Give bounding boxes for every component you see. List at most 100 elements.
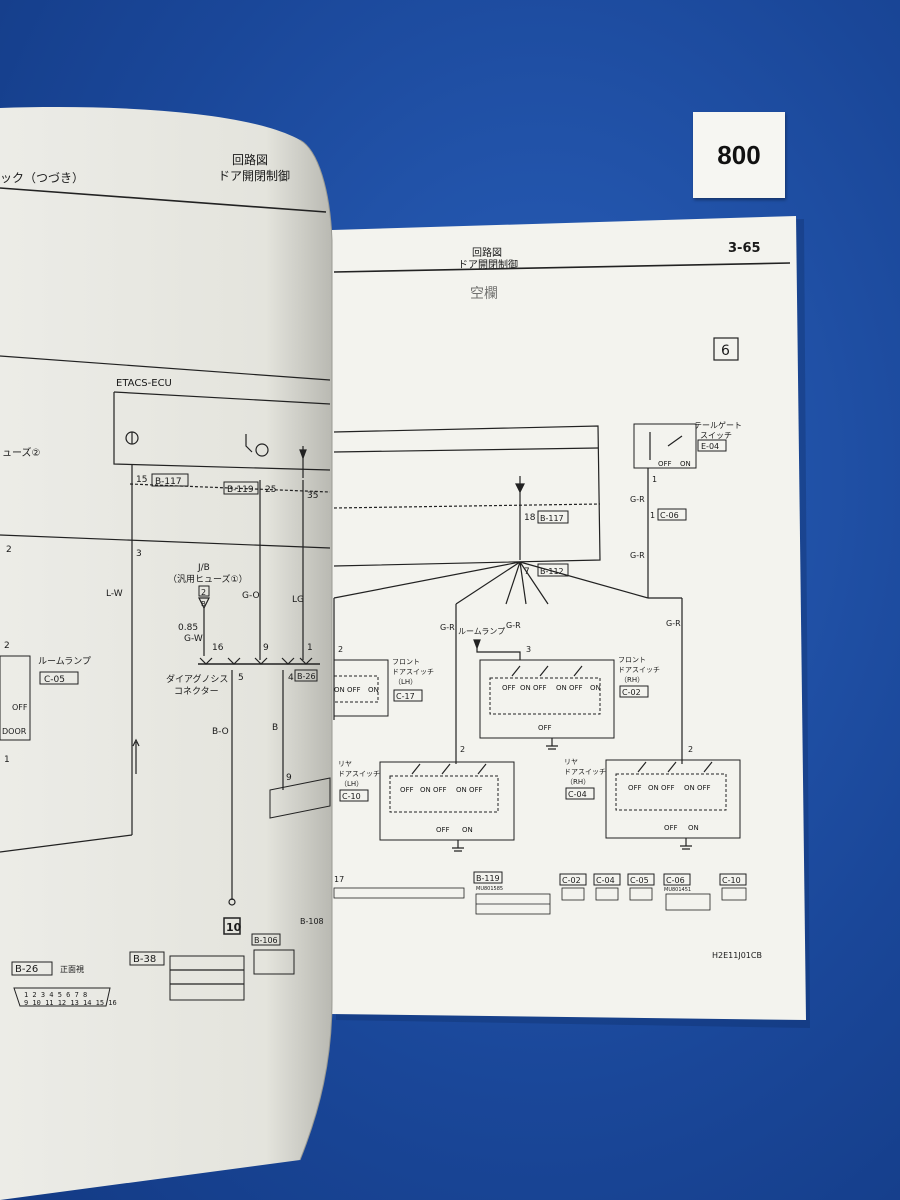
left-header-title: 回路図: [232, 152, 268, 167]
right-front-rh-label-3: （RH）: [620, 676, 644, 684]
right-front-rh-label-1: フロント: [618, 656, 646, 664]
right-mu-1: MU801585: [476, 886, 503, 892]
right-front-rh-sw-on-off-1: ON OFF: [520, 684, 547, 692]
right-front-lh-label-2: ドアスイッチ: [392, 668, 434, 676]
left-conn-b119: B-119: [227, 485, 254, 495]
right-rear-lh-sw-on: ON: [462, 826, 473, 834]
left-pin-3: 3: [136, 549, 142, 559]
right-header-title: 回路図: [472, 246, 502, 259]
left-diag-label-2: コネクター: [174, 686, 219, 697]
left-wire-085: 0.85: [178, 623, 198, 633]
right-figure-code: H2E11J01CB: [712, 951, 762, 960]
right-front-rh-sw-on-off-2: ON OFF: [556, 684, 583, 692]
right-front-rh-sw-off-1: OFF: [502, 684, 516, 692]
right-pin-1a: 1: [652, 475, 657, 484]
left-pin-1b: 1: [4, 755, 10, 765]
right-pin-18: 18: [524, 513, 536, 523]
left-room-lamp: ルームランプ: [38, 656, 91, 667]
left-b26-pins-bottom: 9 10 11 12 13 14 15 16: [24, 999, 117, 1007]
right-pin-3: 3: [526, 645, 531, 654]
left-wire-b: B: [272, 723, 278, 733]
right-front-rh-label-2: ドアスイッチ: [618, 666, 660, 674]
left-wire-go: G-O: [242, 591, 260, 601]
left-pin-5: 5: [238, 673, 244, 683]
left-pin-16: 16: [212, 643, 224, 653]
right-front-lh-switch-on: ON: [368, 686, 379, 694]
right-rear-lh-sw-on-off-2: ON OFF: [456, 786, 483, 794]
left-conn-b38: B-38: [133, 954, 156, 965]
left-pin-15: 15: [136, 475, 147, 485]
right-rear-rh-sw-off-1: OFF: [628, 784, 642, 792]
right-sheet-number: 6: [721, 343, 730, 359]
left-jb-label: J/B: [197, 563, 210, 573]
left-diag-label-1: ダイアグノシス: [166, 673, 228, 685]
left-pin-9: 9: [263, 643, 269, 653]
right-conn-b117: B-117: [540, 514, 564, 523]
right-bottom-c06: C-06: [666, 876, 685, 885]
left-pin-9b: 9: [286, 773, 292, 783]
left-pin-4: 4: [288, 673, 294, 683]
right-mu-2: MU801451: [664, 887, 691, 893]
left-wire-lg: LG: [292, 595, 304, 605]
right-wire-gr4: G-R: [506, 621, 521, 630]
right-pin-1b: 1: [650, 511, 655, 520]
left-header-continuation: ック（つづき）: [0, 171, 84, 185]
left-pin-1: 1: [307, 643, 313, 653]
right-page-number: 3-65: [728, 241, 761, 256]
right-rear-lh-sw-on-off-1: ON OFF: [420, 786, 447, 794]
right-header-subtitle: ドア開閉制御: [458, 258, 518, 271]
right-front-lh-label-3: （LH）: [394, 678, 417, 686]
right-rear-lh-sw-off-2: OFF: [436, 826, 450, 834]
left-conn-b26: B-26: [297, 672, 316, 681]
right-bottom-c05: C-05: [630, 876, 649, 885]
right-wire-gr3: G-R: [440, 623, 455, 632]
right-wire-gr2: G-R: [630, 551, 645, 560]
left-front-view: 正面視: [60, 965, 84, 974]
right-conn-c02: C-02: [622, 688, 641, 697]
right-conn-c04: C-04: [568, 790, 587, 799]
right-conn-e04: E-04: [701, 442, 719, 451]
right-rear-rh-label-1: リヤ: [564, 758, 578, 766]
left-page: [0, 107, 333, 1200]
left-pin-25: 25: [265, 485, 276, 495]
right-tg-on: ON: [680, 460, 691, 468]
right-rear-lh-label-1: リヤ: [338, 760, 352, 768]
left-door-label: DOOR: [2, 727, 27, 736]
left-off-label: OFF: [12, 703, 28, 712]
left-ecu-label: ETACS-ECU: [116, 378, 172, 389]
right-pin-2a: 2: [338, 645, 343, 654]
left-pin-35: 35: [307, 491, 318, 501]
right-bottom-c02: C-02: [562, 876, 581, 885]
right-rear-rh-sw-on-off-1: ON OFF: [648, 784, 675, 792]
right-rear-rh-label-3: （RH）: [566, 778, 590, 786]
right-tailgate-label-2: スイッチ: [700, 431, 732, 440]
left-header-subtitle: ドア開閉制御: [218, 168, 290, 183]
right-conn-c10: C-10: [342, 792, 361, 801]
right-rear-lh-sw-off-1: OFF: [400, 786, 414, 794]
right-front-lh-switch-on-off: ON OFF: [334, 686, 361, 694]
left-wire-gw: G-W: [184, 634, 203, 644]
left-pin-2b: 2: [4, 641, 10, 651]
left-ground-no: 10: [226, 921, 242, 934]
right-rear-lh-label-2: ドアスイッチ: [338, 770, 380, 778]
right-wire-gr5: G-R: [666, 619, 681, 628]
right-bottom-c04: C-04: [596, 876, 615, 885]
right-front-rh-sw-on: ON: [590, 684, 601, 692]
right-tg-off: OFF: [658, 460, 672, 468]
right-pin-2b: 2: [460, 745, 465, 754]
right-rear-rh-sw-off-2: OFF: [664, 824, 678, 832]
left-page-content: ック（つづき） 回路図 ドア開閉制御 ETACS-ECU ューズ② 15 B-1…: [0, 152, 331, 1007]
right-front-rh-sw-off-2: OFF: [538, 724, 552, 732]
left-wire-bo: B-O: [212, 727, 229, 737]
right-rear-lh-label-3: （LH）: [340, 780, 363, 788]
right-rear-rh-sw-on-off-2: ON OFF: [684, 784, 711, 792]
number-tag: 800: [693, 112, 785, 198]
right-conn-c17: C-17: [396, 692, 415, 701]
right-page-content: 回路図 ドア開閉制御 3-65 空欄 6 18 B-117 7 B-112 テー…: [333, 241, 791, 960]
left-pin-2a: 2: [6, 545, 12, 555]
right-bottom-17: 17: [334, 875, 344, 884]
left-jb-fuse: （汎用ヒューズ①）: [168, 573, 248, 585]
left-conn-b106: B-106: [254, 936, 278, 945]
right-pin-2c: 2: [688, 745, 693, 754]
